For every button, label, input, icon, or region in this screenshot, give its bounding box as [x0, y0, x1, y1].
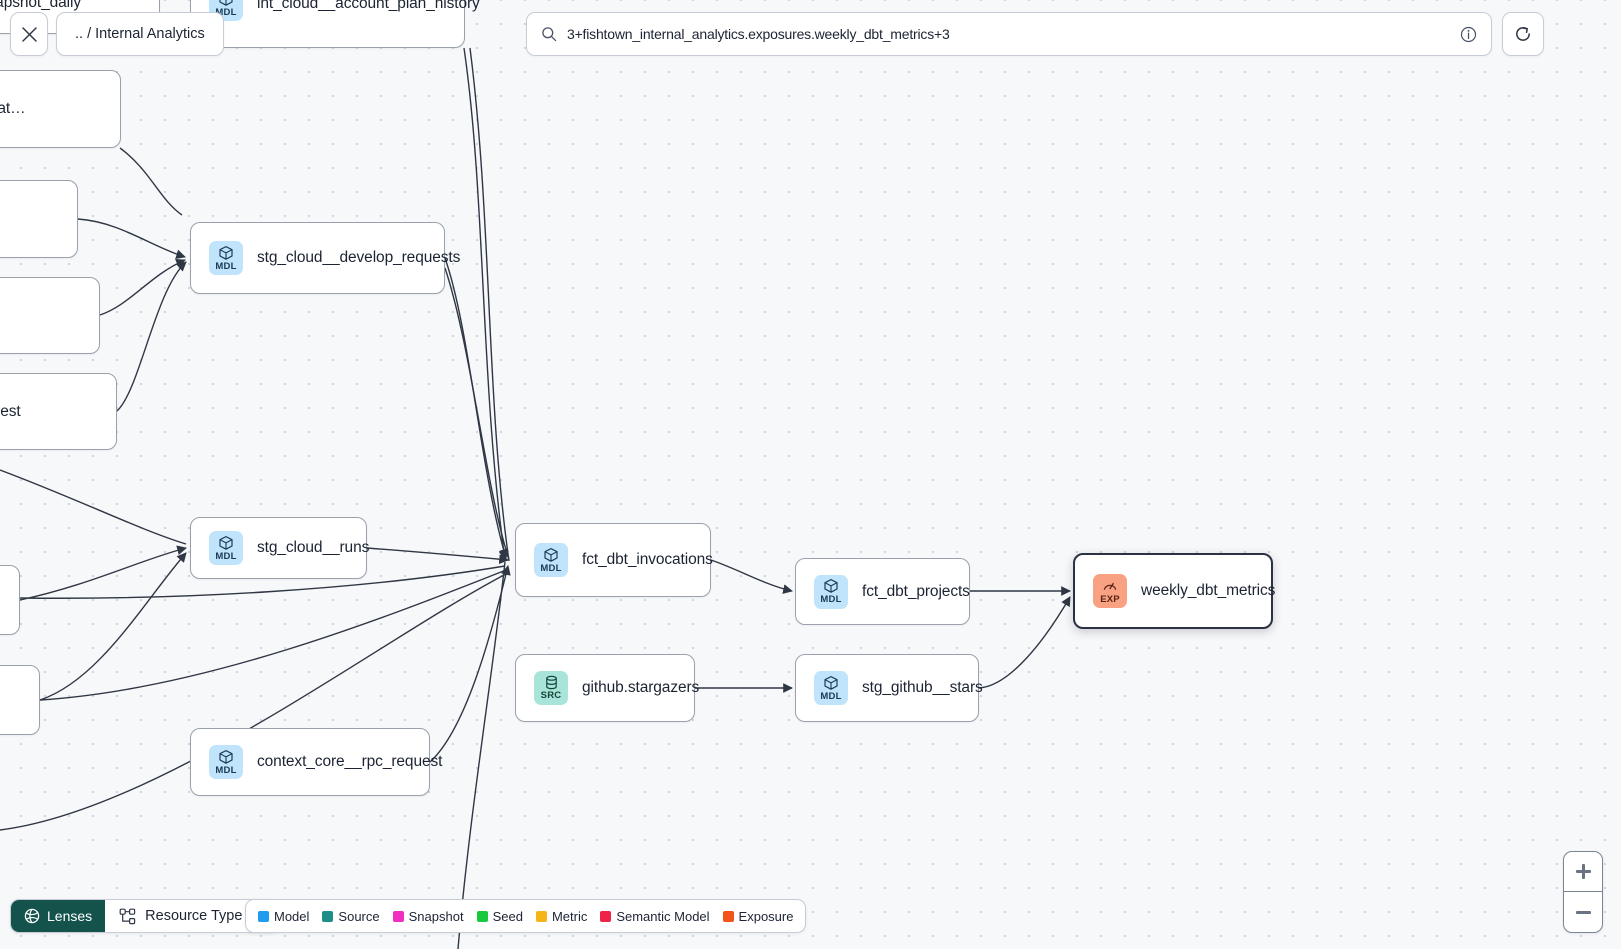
- cube-icon: [219, 749, 233, 764]
- node-label: multicell_migrat…: [0, 100, 26, 117]
- legend-label: Source: [338, 908, 380, 924]
- node-label: _develop_request: [0, 402, 21, 420]
- graph-node[interactable]: MDL int_cloud__account_plan_history: [190, 0, 480, 48]
- legend-label: Metric: [551, 908, 588, 924]
- graph-node[interactable]: SRC github.stargazers: [515, 654, 699, 722]
- cube-icon: [219, 535, 233, 550]
- search-bar[interactable]: [526, 12, 1492, 56]
- cube-icon: [219, 0, 233, 6]
- graph-node[interactable]: EXP weekly_dbt_metrics: [1073, 553, 1276, 629]
- cube-icon: [824, 675, 838, 690]
- node-type-badge-label: MDL: [215, 260, 237, 272]
- resource-type-label: Resource Type: [145, 908, 243, 924]
- legend-label: Snapshot: [408, 908, 464, 924]
- node-type-badge-mdl: MDL: [209, 531, 243, 565]
- legend-swatch: [600, 910, 612, 922]
- node-type-badge-label: MDL: [215, 550, 237, 562]
- graph-node[interactable]: multicell_migrat…: [0, 70, 121, 148]
- lenses-button[interactable]: Lenses: [11, 900, 106, 932]
- node-type-badge-label: MDL: [215, 764, 237, 776]
- lens-aperture-icon: [24, 908, 40, 924]
- node-type-badge-mdl: MDL: [534, 543, 568, 577]
- legend-label: Semantic Model: [616, 908, 710, 924]
- minus-icon: [1575, 905, 1591, 920]
- node-type-badge-exp: EXP: [1093, 574, 1127, 608]
- node-type-badge-label: SRC: [540, 690, 562, 702]
- legend-swatch: [392, 910, 404, 922]
- legend-swatch: [476, 910, 488, 922]
- legend-item[interactable]: Source: [322, 908, 380, 924]
- graph-node[interactable]: MDL fct_dbt_projects: [795, 558, 970, 625]
- close-button[interactable]: [10, 12, 48, 56]
- zoom-in-button[interactable]: [1564, 852, 1602, 892]
- cube-icon: [219, 245, 233, 260]
- legend-item[interactable]: Model: [258, 909, 309, 924]
- node-label: fct_dbt_invocations: [582, 551, 713, 568]
- graph-node[interactable]: MDL context_core__rpc_request: [190, 728, 442, 796]
- graph-node[interactable]: MDL stg_github__stars: [795, 654, 983, 722]
- graph-node[interactable]: op_request: [0, 180, 78, 258]
- legend-label: Exposure: [738, 908, 794, 924]
- node-type-badge-mdl: MDL: [814, 574, 848, 609]
- graph-node[interactable]: _develop_request: [0, 373, 117, 450]
- graph-node[interactable]: _run: [0, 665, 40, 735]
- legend-swatch: [258, 910, 269, 922]
- legend-item[interactable]: Exposure: [722, 908, 794, 924]
- gauge-icon: [1103, 582, 1117, 590]
- resource-type-legend: Model Source Snapshot Seed Metric Semantic Mo…: [245, 899, 807, 933]
- graph-node[interactable]: n: [0, 565, 20, 635]
- node-type-badge-label: MDL: [215, 6, 237, 18]
- node-label: stg_cloud__develop_requests: [257, 249, 461, 266]
- refresh-icon: [1516, 27, 1530, 41]
- node-label: stg_github__stars: [862, 679, 983, 696]
- breadcrumb-label: .. / Internal Analytics: [75, 26, 205, 42]
- node-type-badge-mdl: MDL: [814, 671, 848, 705]
- legend-swatch: [322, 910, 334, 922]
- graph-node[interactable]: MDL stg_cloud__runs: [190, 517, 370, 579]
- node-type-badge-mdl: MDL: [209, 745, 243, 779]
- legend-item[interactable]: Seed: [476, 908, 523, 924]
- bottom-toolbar: Lenses Resource Type: [10, 899, 280, 933]
- close-icon: [21, 26, 37, 42]
- node-label: snapshot_daily: [0, 0, 82, 11]
- node-type-badge-label: MDL: [540, 562, 562, 574]
- node-label: int_cloud__account_plan_history: [257, 0, 480, 12]
- database-icon: [545, 676, 557, 690]
- node-label: stg_cloud__runs: [257, 539, 370, 556]
- node-type-badge-label: EXP: [1100, 593, 1120, 605]
- node-label: weekly_dbt_metrics: [1141, 582, 1276, 599]
- breadcrumb[interactable]: .. / Internal Analytics: [56, 12, 224, 56]
- graph-node[interactable]: velop_request: [0, 277, 100, 354]
- node-type-badge-label: MDL: [820, 594, 842, 606]
- node-type-badge-mdl: MDL: [209, 241, 243, 275]
- legend-swatch: [535, 910, 547, 922]
- legend-label: Model: [274, 908, 310, 924]
- search-icon: [542, 27, 557, 42]
- legend-item[interactable]: Semantic Model: [600, 908, 710, 924]
- info-circle-icon[interactable]: [1460, 26, 1477, 43]
- zoom-controls: [1563, 851, 1603, 933]
- graph-node[interactable]: MDL fct_dbt_invocations: [515, 523, 713, 597]
- legend-label: Seed: [492, 908, 523, 924]
- nodes-icon: [119, 908, 136, 924]
- search-input[interactable]: [567, 26, 1460, 42]
- refresh-button[interactable]: [1502, 12, 1544, 56]
- node-type-badge-label: MDL: [820, 690, 842, 702]
- node-label: fct_dbt_projects: [862, 582, 970, 600]
- plus-icon: [1575, 864, 1591, 879]
- node-label: context_core__rpc_request: [257, 753, 443, 770]
- legend-item[interactable]: Metric: [535, 908, 588, 924]
- cube-icon: [824, 579, 838, 594]
- node-label: github.stargazers: [582, 679, 700, 696]
- cube-icon: [544, 547, 558, 562]
- zoom-out-button[interactable]: [1564, 892, 1602, 932]
- node-type-badge-src: SRC: [534, 671, 568, 705]
- legend-swatch: [722, 910, 734, 922]
- lenses-label: Lenses: [47, 908, 93, 924]
- graph-node[interactable]: MDL stg_cloud__develop_requests: [190, 222, 460, 294]
- legend-item[interactable]: Snapshot: [392, 908, 464, 924]
